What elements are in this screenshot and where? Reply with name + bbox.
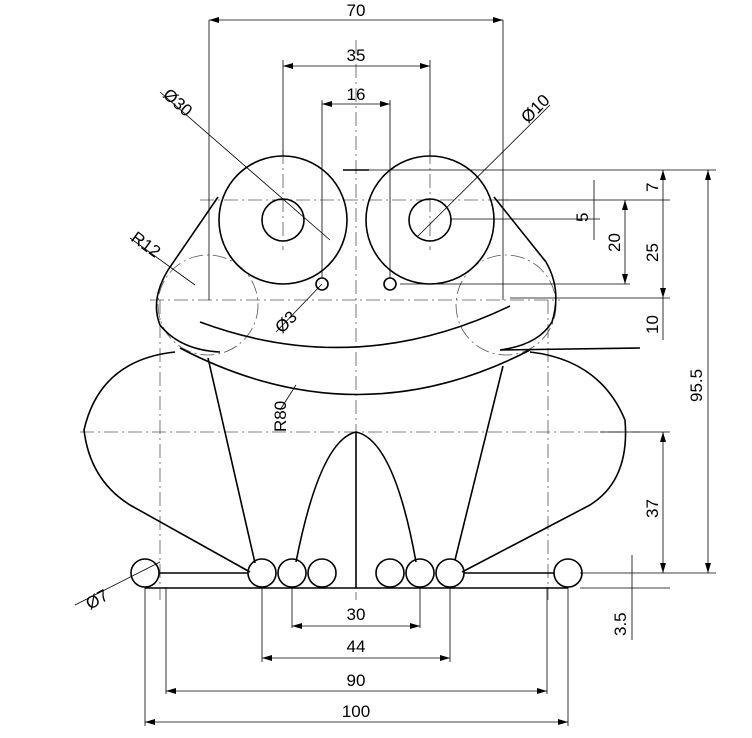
- dim-5: 5: [573, 213, 592, 222]
- arrowheads: [145, 17, 711, 725]
- mouth-smile: [199, 305, 511, 349]
- right-nostril: [383, 277, 397, 291]
- dim-37: 37: [643, 499, 662, 518]
- head-right-contour: [493, 196, 641, 351]
- left-toe-2: [277, 558, 307, 588]
- left-leg-outline: [83, 351, 251, 573]
- left-toe-3: [307, 558, 337, 588]
- center-lines: [80, 40, 640, 600]
- dim-35: 35: [347, 46, 366, 65]
- dimension-lines: [74, 19, 716, 726]
- right-toe-3: [435, 558, 465, 588]
- dim-10: 10: [643, 315, 662, 334]
- right-leg-outline: [461, 351, 627, 573]
- dim-44: 44: [347, 637, 366, 656]
- left-toe-1: [247, 558, 277, 588]
- dim-dia10: Ø10: [517, 91, 553, 127]
- dim-16: 16: [347, 85, 366, 104]
- dim-7: 7: [643, 183, 662, 192]
- left-cheek-construction: [157, 254, 259, 356]
- right-toe-1: [375, 558, 405, 588]
- dim-20: 20: [605, 233, 624, 252]
- dim-95-5: 95.5: [687, 369, 706, 402]
- dim-dia3: Ø3: [271, 307, 300, 336]
- dim-70: 70: [347, 1, 366, 20]
- frog-outline: [83, 155, 641, 589]
- dim-90: 90: [347, 671, 366, 690]
- dim-100: 100: [342, 702, 370, 721]
- dim-r80: R80: [271, 401, 290, 432]
- dim-dia7: Ø7: [83, 586, 112, 614]
- right-body-side: [454, 365, 504, 561]
- dim-dia30: Ø30: [159, 85, 196, 121]
- right-outer-toe: [553, 558, 583, 588]
- head-bottom-arc: [179, 347, 531, 396]
- dim-r12: R12: [128, 228, 164, 262]
- left-body-side: [207, 357, 256, 564]
- dim-30: 30: [347, 605, 366, 624]
- left-outer-toe: [130, 558, 160, 588]
- head-left-contour: [155, 196, 221, 353]
- right-pupil: [408, 198, 452, 242]
- dim-3-5: 3.5: [611, 612, 630, 636]
- dim-25: 25: [643, 243, 662, 262]
- right-toe-2: [405, 558, 435, 588]
- dimension-labels: 70 35 16 30 44 90 100 Ø30 Ø10 R12 Ø3 R80…: [83, 1, 707, 721]
